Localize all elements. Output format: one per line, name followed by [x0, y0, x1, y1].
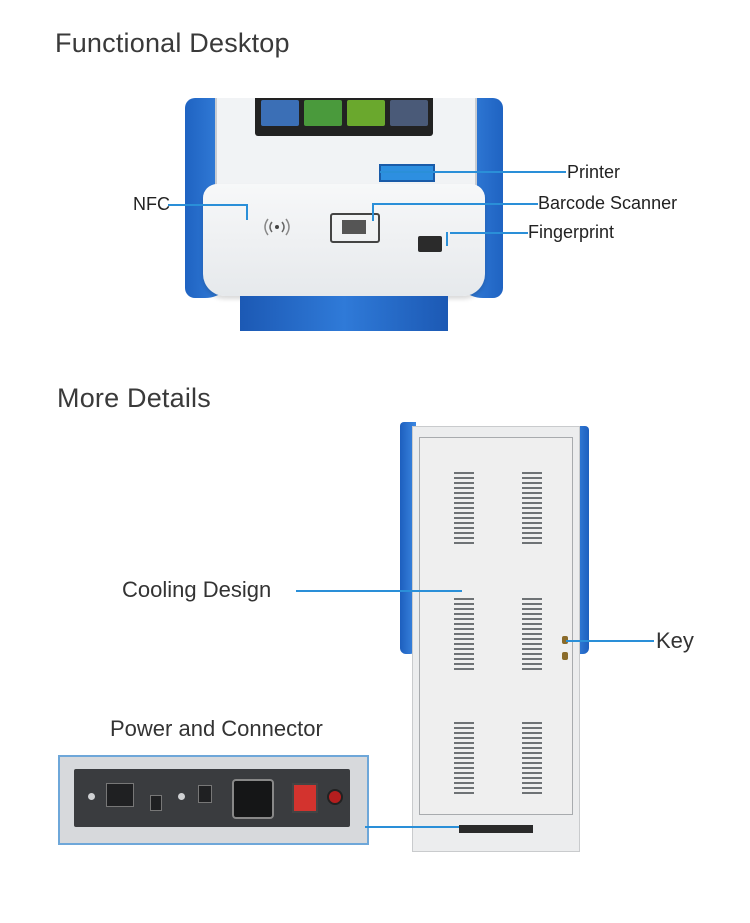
power-indicator-icon [327, 789, 343, 805]
power-callout-line [365, 826, 459, 828]
vent-lower-right [522, 722, 542, 797]
usb-port-icon [198, 785, 212, 803]
kiosk-cabinet-photo [400, 422, 589, 852]
key-lock-lower-icon[interactable] [562, 652, 568, 660]
cabinet-connector-strip [459, 825, 533, 833]
panel-screw [178, 793, 185, 800]
screen-app-clock-icon [304, 100, 342, 126]
key-callout-line [566, 640, 654, 642]
barcode-scanner-label: Barcode Scanner [538, 193, 678, 213]
vent-upper-right [522, 472, 542, 547]
power-panel [74, 769, 350, 827]
fingerprint-reader [418, 236, 442, 252]
cooling-callout-line [296, 590, 462, 592]
vent-middle-left [454, 598, 474, 673]
barcode-callout-line [372, 203, 538, 205]
cabinet-rear-door [419, 437, 573, 815]
key-label: Key [656, 628, 694, 653]
audio-port-icon [150, 795, 162, 811]
screen-app-common-icon [347, 100, 385, 126]
nfc-callout-line [168, 204, 248, 206]
printer-label: Printer [567, 162, 621, 182]
cooling-design-label: Cooling Design [122, 577, 272, 602]
fingerprint-callout-line [450, 232, 528, 234]
network-port-icon [106, 783, 134, 807]
section-heading-functional-desktop: Functional Desktop [55, 28, 290, 58]
kiosk-screen [255, 98, 433, 136]
screen-app-biometric-icon [390, 100, 428, 126]
section-heading-more-details: More Details [57, 383, 211, 413]
barcode-scanner-window [330, 213, 380, 243]
screen-app-camera-icon [261, 100, 299, 126]
kiosk-desktop-photo [185, 98, 503, 331]
nfc-icon [264, 218, 290, 236]
nfc-label: NFC [133, 194, 170, 214]
kiosk-base [240, 296, 448, 331]
power-connector-detail-photo [58, 755, 369, 845]
nfc-callout-drop [246, 204, 248, 220]
power-connector-heading: Power and Connector [110, 716, 323, 741]
fingerprint-callout-drop [446, 232, 448, 246]
power-socket-icon [232, 779, 274, 819]
power-switch[interactable] [292, 783, 318, 813]
vent-lower-left [454, 722, 474, 797]
vent-upper-left [454, 472, 474, 547]
panel-screw [88, 793, 95, 800]
cabinet-body [412, 426, 580, 852]
barcode-callout-drop [372, 203, 374, 221]
fingerprint-label: Fingerprint [528, 222, 615, 242]
printer-slot [379, 164, 435, 182]
key-lock-upper-icon[interactable] [562, 636, 568, 644]
printer-callout-line [380, 171, 566, 173]
vent-middle-right [522, 598, 542, 673]
